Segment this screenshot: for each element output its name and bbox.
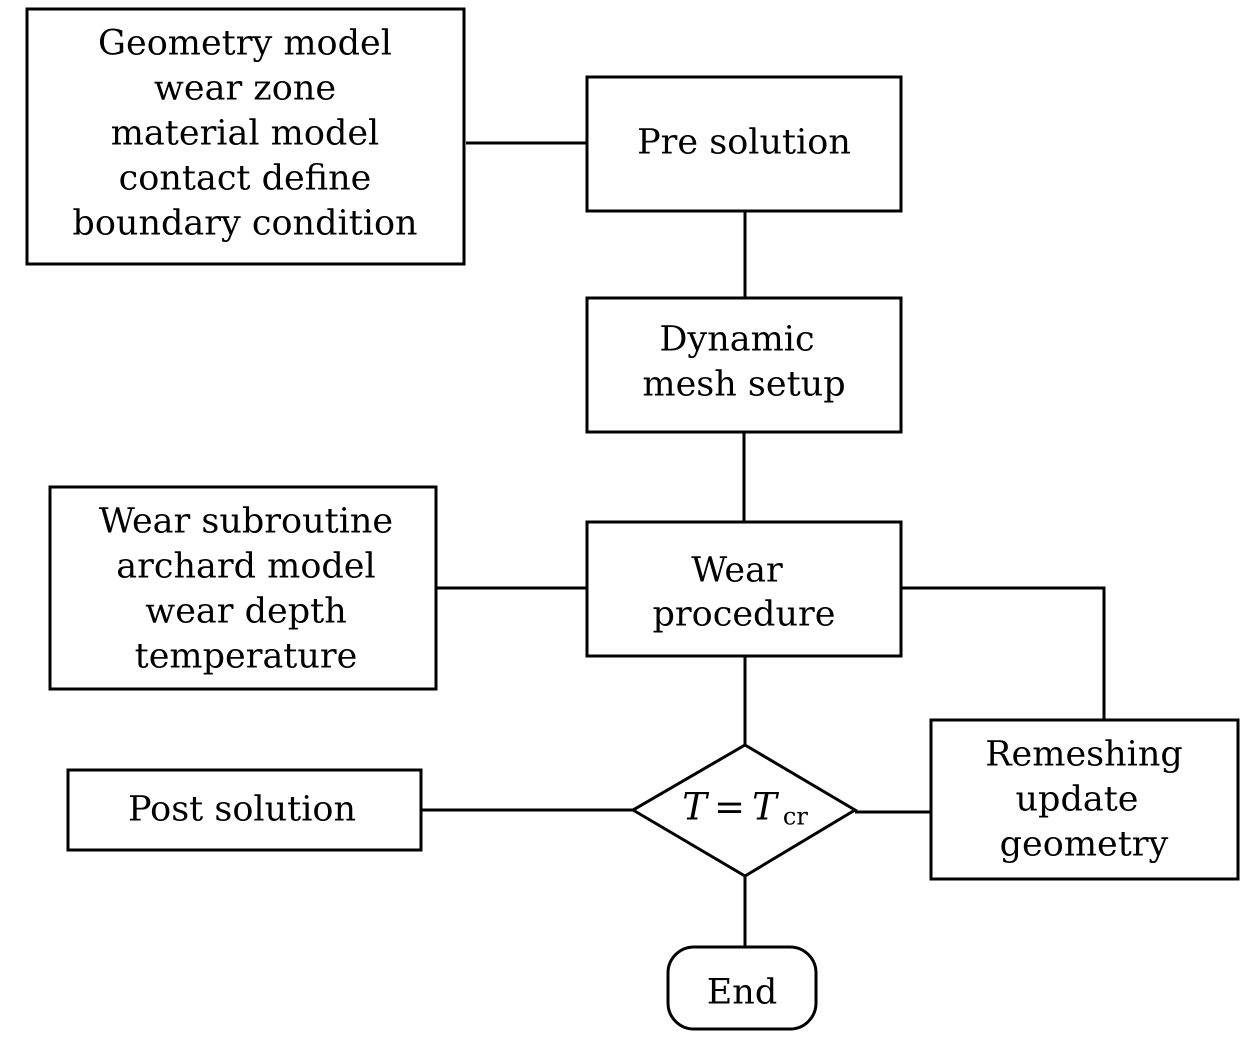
inputs-line-1: Geometry model	[98, 24, 392, 64]
remeshing-line-3: geometry	[1000, 825, 1169, 865]
post-solution-box: Post solution	[66, 768, 423, 852]
connector-wear-procedure-to-remeshing	[901, 586, 1106, 720]
decision-rhs: T	[752, 786, 779, 829]
wear-procedure-line-2: procedure	[653, 595, 836, 635]
dynamic-mesh-line-1: Dynamic	[659, 320, 814, 360]
wear-procedure-box: Wear procedure	[585, 520, 903, 658]
dynamic-mesh-box: Dynamic mesh setup	[585, 296, 903, 434]
pre-solution-box: Pre solution	[585, 75, 903, 213]
decision-lhs: T	[682, 786, 709, 829]
end-terminal: End	[666, 945, 818, 1031]
end-label: End	[707, 973, 778, 1013]
connectors	[421, 141, 1106, 947]
inputs-line-2: wear zone	[154, 69, 336, 109]
remeshing-line-2: update	[1016, 780, 1139, 820]
wear-subroutine-box: Wear subroutine archard model wear depth…	[48, 485, 438, 691]
post-solution-label: Post solution	[128, 790, 356, 830]
inputs-box: Geometry model wear zone material model …	[25, 7, 466, 266]
decision-diamond: T = T cr	[630, 743, 858, 878]
pre-solution-label: Pre solution	[637, 123, 851, 163]
inputs-line-3: material model	[111, 114, 380, 154]
decision-rhs-subscript: cr	[783, 803, 808, 831]
wear-subroutine-line-1: Wear subroutine	[99, 502, 393, 542]
inputs-line-5: boundary condition	[72, 204, 417, 244]
wear-subroutine-line-3: wear depth	[145, 592, 347, 632]
decision-condition: T = T cr	[682, 786, 808, 831]
wear-procedure-line-1: Wear	[691, 551, 783, 591]
inputs-line-4: contact define	[119, 159, 372, 199]
wear-subroutine-line-2: archard model	[116, 547, 375, 587]
remeshing-box: Remeshing update geometry	[929, 718, 1240, 881]
wear-subroutine-line-4: temperature	[135, 637, 358, 677]
remeshing-line-1: Remeshing	[985, 735, 1183, 775]
decision-operator: =	[714, 786, 745, 829]
dynamic-mesh-line-2: mesh setup	[642, 365, 845, 405]
